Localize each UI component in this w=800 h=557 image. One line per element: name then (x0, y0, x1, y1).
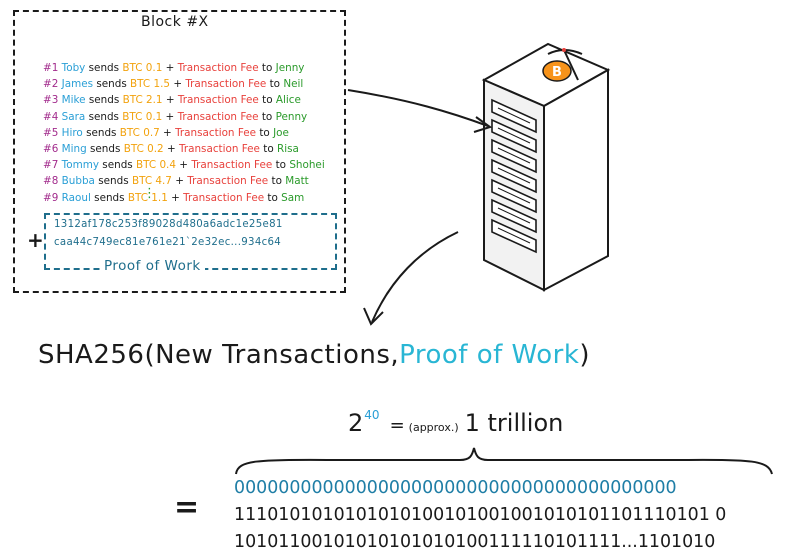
bitcoin-mining-server-icon: B (481, 42, 611, 292)
proof-plus-sign: + (27, 228, 44, 252)
power-base: 2 (348, 409, 364, 437)
transaction-row: #2 James sends BTC 1.5 + Transaction Fee… (43, 78, 304, 91)
power-expression: 240 =(approx.) 1 trillion (348, 408, 563, 437)
transaction-row: #9 Raoul sends BTC 1.1 + Transaction Fee… (43, 191, 305, 204)
formula-prefix: SHA256(New Transactions, (38, 340, 400, 370)
transaction-row: #5 Hiro sends BTC 0.7 + Transaction Fee … (43, 126, 289, 139)
transaction-list: #1 Toby sends BTC 0.1 + Transaction Fee … (43, 60, 325, 206)
power-approx: (approx.) (408, 421, 459, 434)
block-title: Block #X (135, 14, 215, 30)
result-leading-zeros: 0000000000000000000000000000000000000000 (234, 478, 677, 498)
transaction-row: #6 Ming sends BTC 0.2 + Transaction Fee … (43, 143, 299, 156)
formula-suffix: ) (579, 340, 591, 370)
power-exponent: 40 (364, 408, 380, 422)
transaction-row: #1 Toby sends BTC 0.1 + Transaction Fee … (43, 62, 305, 74)
formula-proof-of-work: Proof of Work (399, 340, 580, 370)
ellipsis-dots: ⋮ (143, 186, 156, 201)
transaction-row: #4 Sara sends BTC 0.1 + Transaction Fee … (43, 110, 308, 123)
curly-brace (235, 447, 773, 475)
proof-hash-line-2: caa44c749ec81e761e21`2e32ec...934c64 (54, 237, 282, 248)
sha256-formula: SHA256(New Transactions,Proof of Work) (38, 340, 590, 370)
block-box: Block #X #1 Toby sends BTC 0.1 + Transac… (13, 10, 346, 293)
transaction-row: #8 Bubba sends BTC 4.7 + Transaction Fee… (43, 175, 309, 188)
power-equals: = (389, 415, 405, 436)
power-value: 1 trillion (464, 409, 564, 437)
proof-hash-line-1: 1312af178c253f89028d480a6adc1e25e81 (54, 219, 283, 230)
proof-of-work-label: Proof of Work (100, 258, 205, 274)
result-bits-line-2: 1110101010101010100101001001010101101110… (234, 505, 727, 525)
result-bits-line-3: 10101100101010101010100111110101111...11… (234, 532, 716, 552)
transaction-row: #3 Mike sends BTC 2.1 + Transaction Fee … (43, 94, 301, 107)
result-equals: = (174, 490, 200, 525)
transaction-row: #7 Tommy sends BTC 0.4 + Transaction Fee… (43, 159, 325, 172)
svg-text:B: B (552, 65, 562, 80)
